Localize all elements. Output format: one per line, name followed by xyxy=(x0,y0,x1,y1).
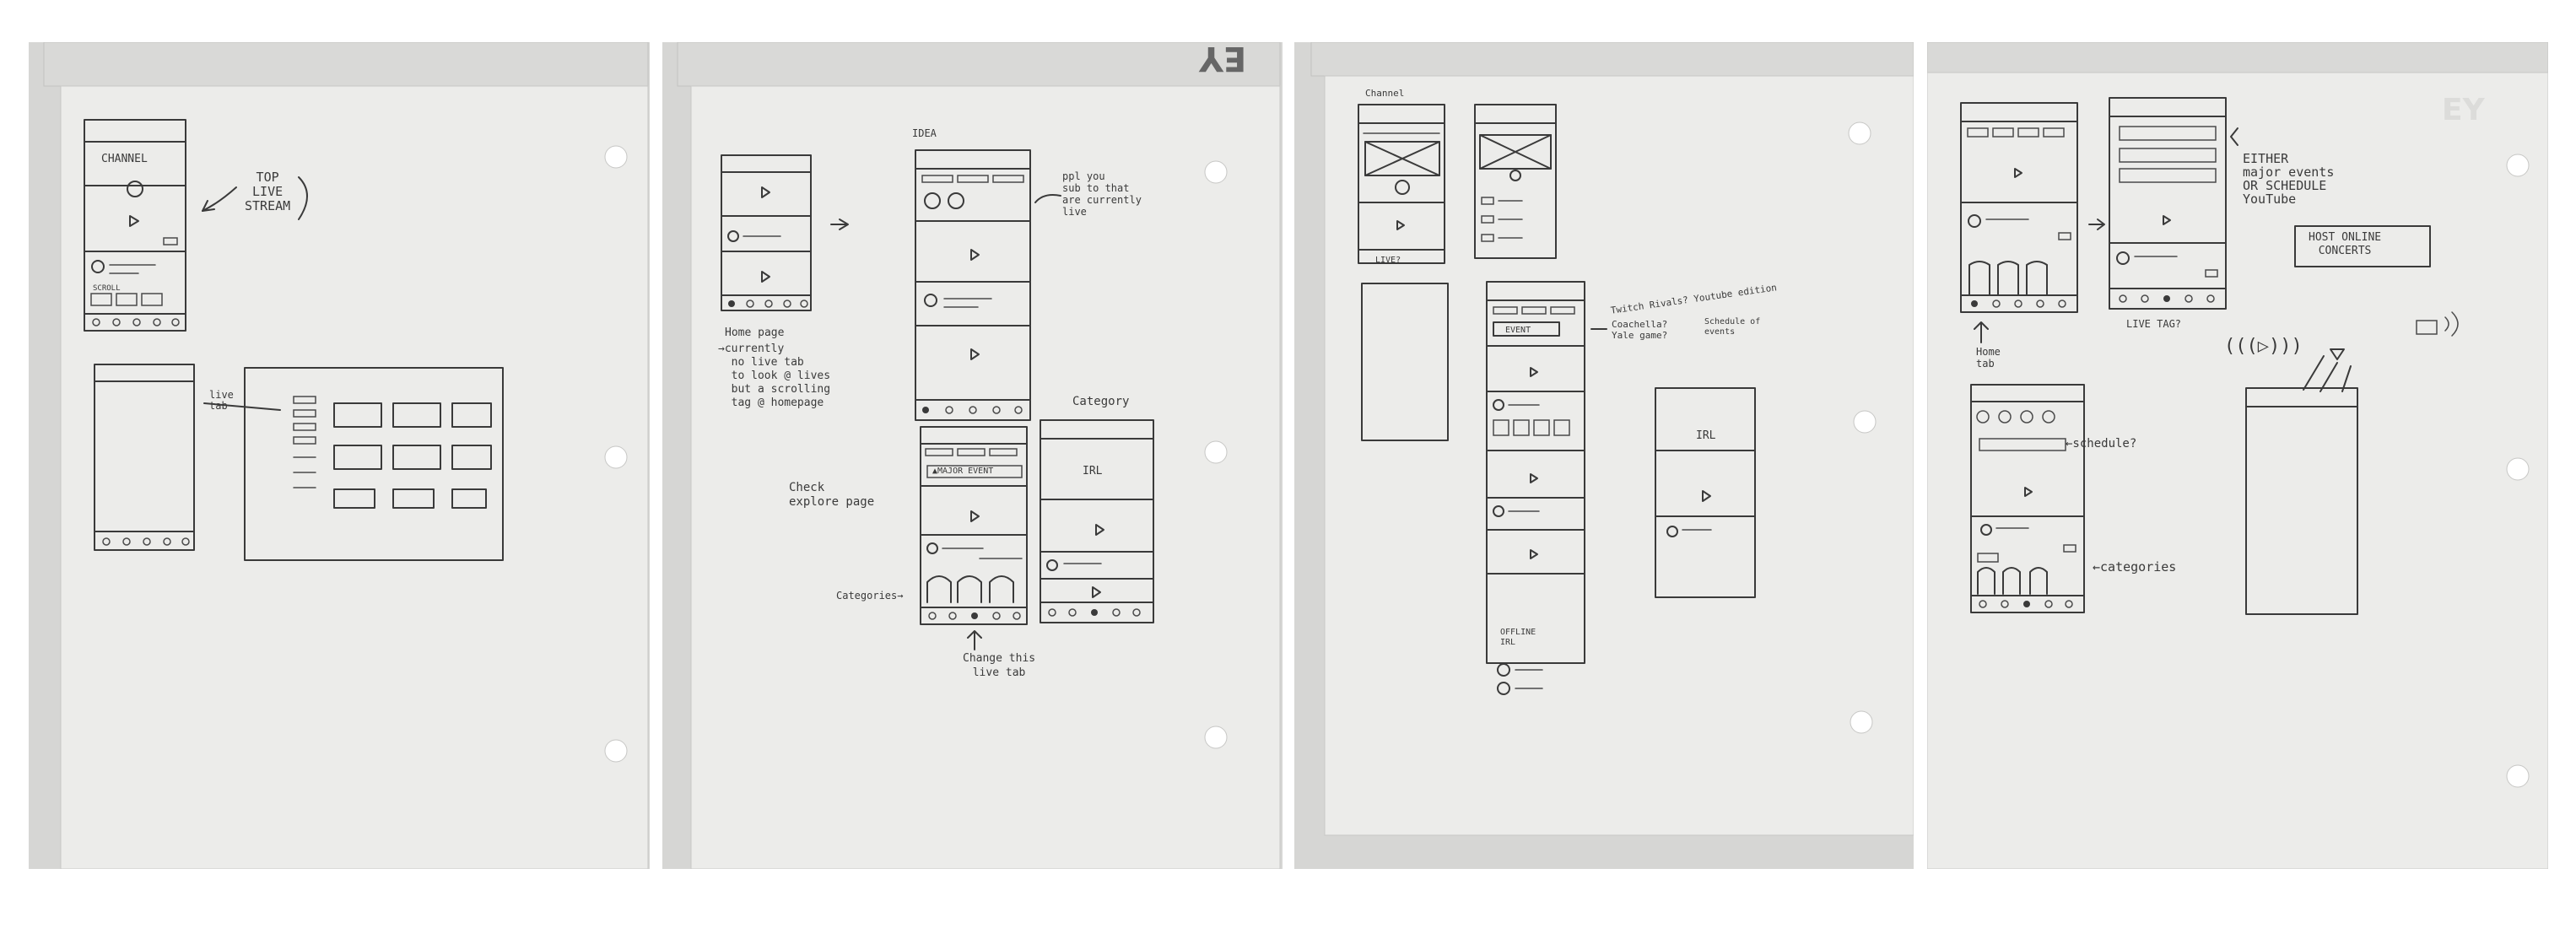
wireframe-phone-idea xyxy=(915,149,1031,421)
label-channel: CHANNEL xyxy=(101,153,148,165)
offline-item-1 xyxy=(1497,663,1510,677)
label-signal: (((▷))) xyxy=(2224,336,2303,357)
sheet-1-drawing xyxy=(43,42,649,869)
sheet-3-drawing xyxy=(1310,42,1914,836)
label-offline-irl: OFFLINE IRL xyxy=(1500,628,1536,647)
label-home-page: Home page xyxy=(725,326,785,339)
bracket-either xyxy=(2230,127,2238,146)
sketch-sheet-4: EY EITHER major events OR SCHEDULE YouTu… xyxy=(1927,42,2548,869)
label-home-tab: Home tab xyxy=(1976,346,2001,370)
watermark-ey: EY xyxy=(1199,39,1247,78)
label-currently-no-live-tab: →currently no live tab to look @ lives b… xyxy=(718,343,831,409)
wireframe-phone-irl xyxy=(1655,387,1756,598)
label-major-event: ▲MAJOR EVENT xyxy=(932,467,994,476)
label-live: LIVE? xyxy=(1375,256,1401,265)
label-top-live-stream: TOP LIVE STREAM xyxy=(245,170,291,213)
wireframe-phone-live-tag xyxy=(2109,97,2227,310)
wireframe-phone-live-tab xyxy=(94,364,195,551)
arrow-ppl-you-sub xyxy=(1034,194,1061,203)
label-schedule: ←schedule? xyxy=(2066,437,2137,451)
label-idea: IDEA xyxy=(912,127,937,139)
label-live-tag: LIVE TAG? xyxy=(2126,318,2182,330)
arrow-to-live-tag xyxy=(2088,219,2105,230)
wireframe-phone-home-page xyxy=(721,154,812,311)
label-event: EVENT xyxy=(1505,326,1531,335)
label-check-explore-page: Check explore page xyxy=(789,481,875,509)
sketch-sheet-2: EY IDEA ppl you sub to that are currentl… xyxy=(662,39,1283,869)
sketch-sheet-1: CHANNEL TOP LIVE STREAM SCROLL live tab xyxy=(29,42,650,869)
wireframe-phone-channel xyxy=(84,119,186,332)
label-either-major-events: EITHER major events OR SCHEDULE YouTube xyxy=(2243,151,2335,207)
label-change-this-live-tab: Change this live tab xyxy=(963,652,1036,679)
wireframe-phone-schedule xyxy=(1970,384,2085,613)
label-categories: Categories→ xyxy=(836,590,904,602)
label-irl: IRL xyxy=(1083,465,1103,477)
watermark-ey-faint: EY xyxy=(2442,93,2485,127)
sheet-4-drawing xyxy=(1927,42,2548,869)
wireframe-phone-concert xyxy=(2245,311,2459,615)
wireframe-blank-box xyxy=(1361,283,1449,441)
label-live-tab: live tab xyxy=(209,389,234,412)
label-schedule-of-events: Schedule of events xyxy=(1704,317,1761,337)
label-category: Category xyxy=(1072,395,1130,408)
arrow-to-idea xyxy=(830,219,849,230)
label-host-online-concerts: HOST ONLINE CONCERTS xyxy=(2309,231,2382,257)
arrow-home-tab xyxy=(1974,321,1989,343)
label-scroll: SCROLL xyxy=(93,284,121,293)
sheet-2-drawing xyxy=(677,42,1281,869)
sketch-sheet-3: Channel LIVE? EVENT Twitch Rivals? Youtu… xyxy=(1294,42,1914,869)
label-channel: Channel xyxy=(1365,88,1405,99)
label-irl: IRL xyxy=(1696,429,1716,442)
offline-item-2 xyxy=(1497,682,1510,695)
wireframe-phone-event xyxy=(1486,281,1585,664)
label-categories: ←categories xyxy=(2093,559,2177,575)
arrow-change-live-tab xyxy=(967,630,982,650)
label-ppl-you-sub: ppl you sub to that are currently live xyxy=(1062,170,1142,218)
wireframe-phone-explore xyxy=(920,426,1028,625)
label-coachella: Coachella? Yale game? xyxy=(1612,319,1668,341)
wireframe-phone-channel-2 xyxy=(1474,104,1557,259)
host-online-concerts-box xyxy=(2294,225,2431,267)
wireframe-desktop-live xyxy=(203,367,504,561)
arrow-top-live xyxy=(202,186,237,212)
wireframe-phone-home-tab xyxy=(1960,102,2078,313)
wireframe-phone-category xyxy=(1040,419,1154,623)
wireframe-phone-channel-live xyxy=(1358,104,1445,264)
